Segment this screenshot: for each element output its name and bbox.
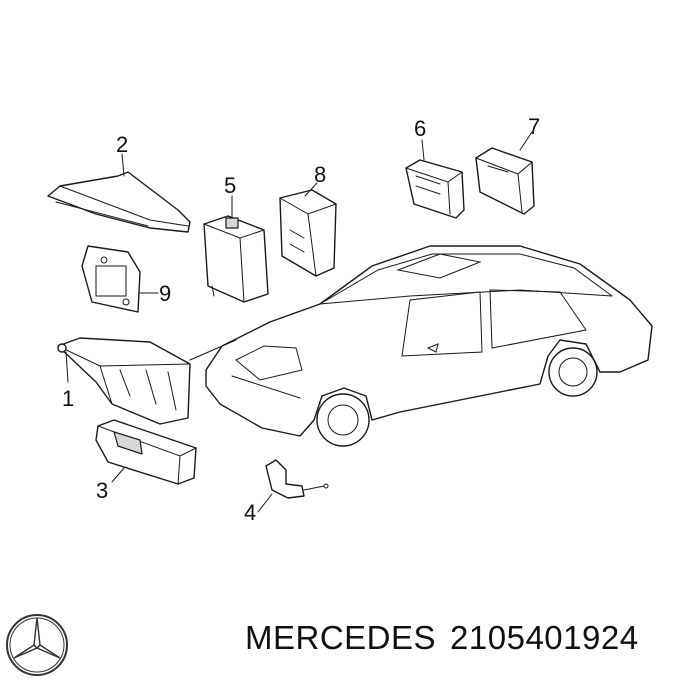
callout-8: 8	[314, 162, 326, 187]
leader-4	[257, 493, 273, 513]
brand-name: MERCEDES	[245, 619, 437, 656]
part-8-module	[279, 189, 337, 277]
part-3-housing	[95, 419, 197, 485]
part-7-module	[475, 147, 535, 215]
leader-1	[65, 351, 69, 383]
part-number: 2105401924	[450, 619, 639, 656]
leader-7	[519, 131, 533, 151]
callout-7: 7	[528, 114, 540, 139]
sedan-vehicle	[205, 245, 653, 447]
part-5-module	[203, 215, 269, 303]
callout-6: 6	[414, 116, 426, 141]
callout-5: 5	[224, 173, 236, 198]
callout-1: 1	[62, 386, 74, 411]
leader-tray-to-car	[189, 339, 237, 361]
leader-3	[111, 467, 125, 483]
leader-8	[304, 182, 318, 197]
callout-3: 3	[96, 478, 108, 503]
leader-2	[121, 153, 125, 177]
callout-4: 4	[244, 500, 256, 525]
part-4-sensor	[265, 459, 329, 499]
part-2-cover	[47, 171, 191, 233]
part-6-module	[405, 159, 465, 219]
part-caption: MERCEDES 2105401924	[245, 619, 639, 657]
part-9-bracket	[81, 245, 141, 313]
callout-9: 9	[159, 281, 171, 306]
part-1-tray	[57, 337, 191, 425]
callout-2: 2	[116, 132, 128, 157]
leader-6	[421, 139, 425, 161]
mercedes-star-icon	[6, 614, 68, 676]
